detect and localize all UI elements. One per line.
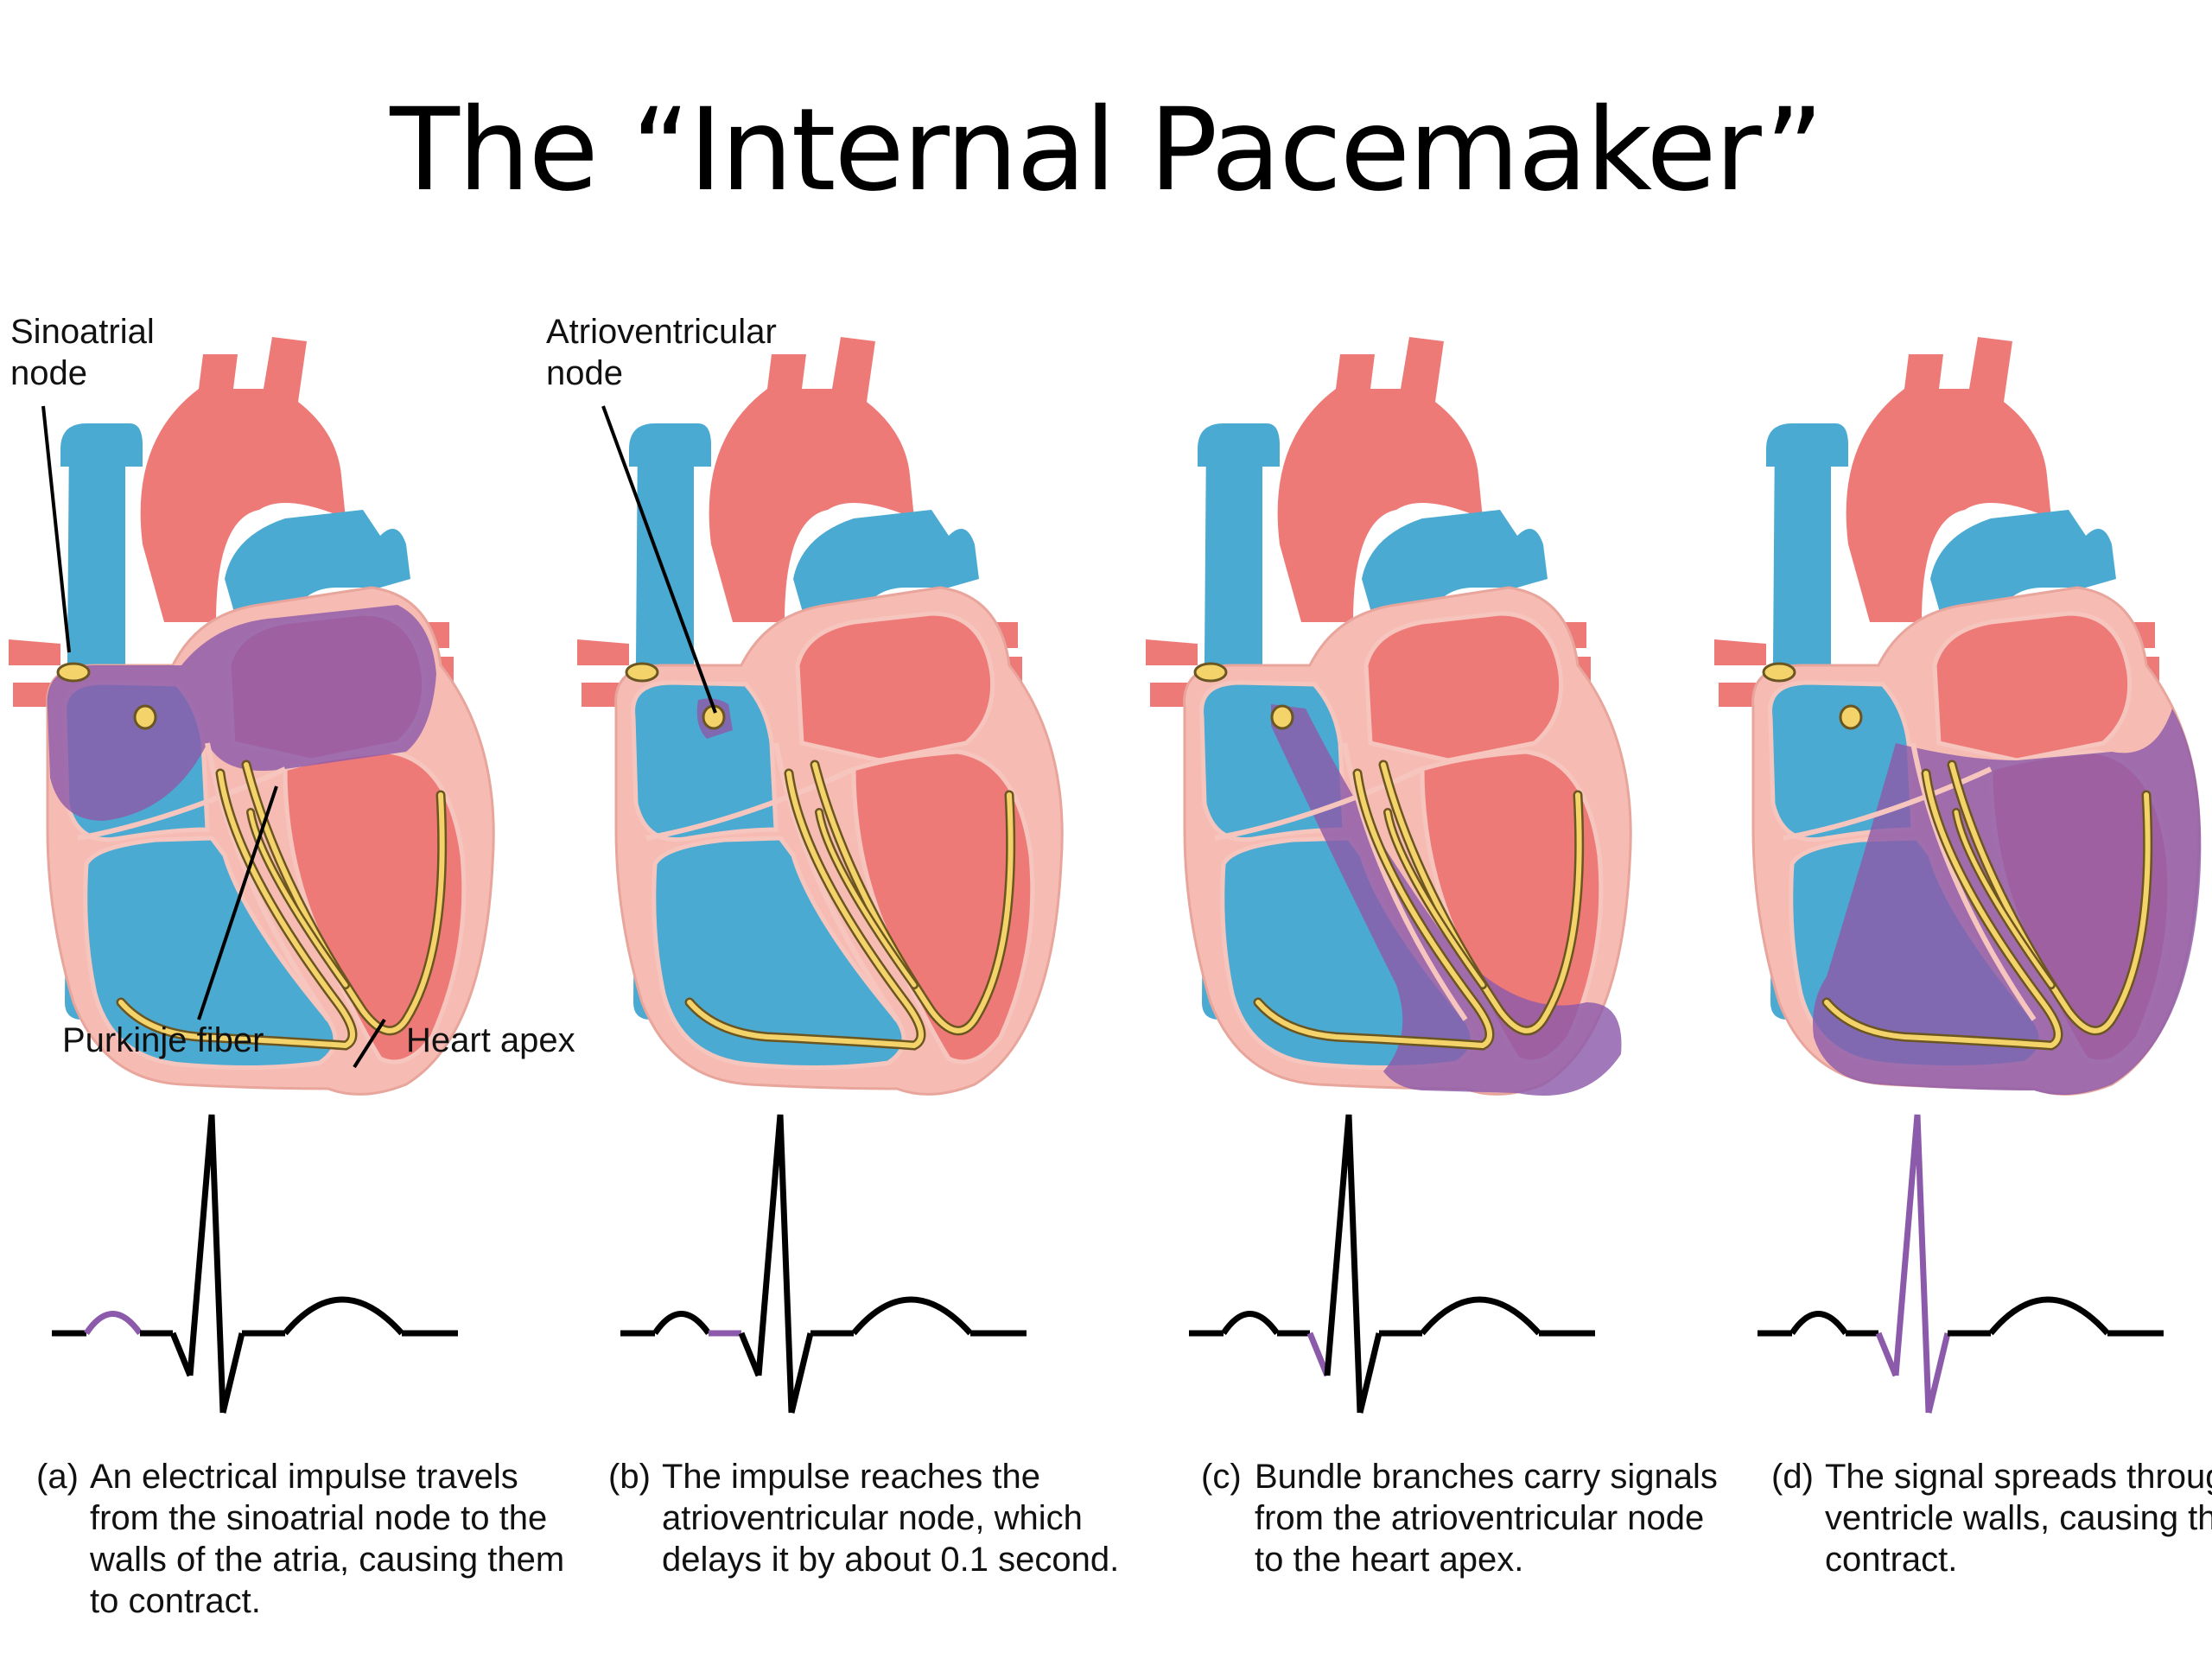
heart-diagram-a — [9, 337, 495, 1414]
apex-leader-line — [353, 1018, 386, 1069]
ecg-segment-t — [1988, 1296, 2110, 1336]
atrioventricular-node-label: Atrioventricular node — [546, 313, 777, 392]
left-atrium — [1363, 611, 1564, 763]
purkinje-fiber — [1385, 810, 1485, 988]
ecg-trace-b — [620, 1114, 1027, 1414]
ecg-trace-c — [1189, 1114, 1595, 1414]
impulse-highlight — [1271, 704, 1622, 1096]
pulmonary-vein-left-upper — [1146, 639, 1198, 665]
heart-diagram-d — [1714, 337, 2202, 1414]
caption-text-d: The signal spreads through the ventricle… — [1825, 1458, 2212, 1579]
ecg-segment-q — [738, 1332, 762, 1377]
pulmonary-vein-left-upper — [9, 639, 60, 665]
ecg-segment-r — [187, 1114, 226, 1414]
aorta — [709, 337, 914, 622]
superior-vena-cava — [1766, 423, 1848, 467]
ecg-segment-s — [788, 1332, 814, 1414]
impulse-highlight — [47, 605, 436, 821]
ecg-segment-p — [1789, 1311, 1848, 1336]
sinoatrial-node-label: Sinoatrial node — [10, 313, 155, 392]
bundle-branch-right — [1949, 762, 2151, 1033]
bundle-branch-left — [118, 771, 355, 1049]
caption-text-c: Bundle branches carry signals from the a… — [1255, 1458, 1718, 1579]
heart-b — [577, 337, 1064, 1096]
ecg-segment-p — [1221, 1311, 1280, 1336]
panel-a: Sinoatrial node Purkinje fiber Heart ape… — [0, 259, 575, 1659]
septum — [1342, 742, 1468, 1021]
bundle-branch-right — [812, 762, 1014, 1033]
atrioventricular-node — [1270, 704, 1294, 730]
ecg-segment-p — [84, 1311, 143, 1336]
slide-title: The “Internal Pacemaker” — [390, 84, 1824, 217]
purkinje-fiber — [248, 810, 348, 988]
purkinje-fiber-label: Purkinje fiber — [62, 1021, 264, 1059]
superior-vena-cava — [1198, 423, 1280, 467]
aorta — [140, 337, 346, 622]
bundle-branch-left — [687, 771, 924, 1049]
ecg-segment-q — [1875, 1332, 1899, 1377]
pulmonary-vein-left-upper — [577, 639, 629, 665]
ecg-segment-r — [1324, 1114, 1363, 1414]
purkinje-leader-line — [197, 785, 278, 1020]
ecg-segment-t — [1420, 1296, 1541, 1336]
ecg-segment-t — [283, 1296, 404, 1336]
purkinje-fiber — [1954, 810, 2054, 988]
right-ventricle — [83, 836, 338, 1071]
heart-diagram-c — [1146, 337, 1632, 1414]
aorta — [1846, 337, 2051, 622]
ecg-segment-s — [1925, 1332, 1951, 1414]
heart-d — [1714, 337, 2202, 1096]
bundle-branch-right — [244, 762, 445, 1033]
superior-vena-cava — [629, 423, 711, 467]
ecg-segment-s — [219, 1332, 245, 1414]
septum — [773, 742, 899, 1021]
caption-letter-b: (b) — [608, 1458, 651, 1496]
bundle-branch-left — [1824, 771, 2061, 1049]
av-valve-line — [1214, 766, 1424, 841]
av-valve-line — [1783, 766, 1993, 841]
pulmonary-vein-left-upper — [1714, 639, 1766, 665]
heart-apex-label: Heart apex — [406, 1021, 575, 1059]
bundle-branch-right — [1381, 762, 1582, 1033]
ecg-segment-r — [1892, 1114, 1932, 1414]
septum — [205, 742, 331, 1021]
heart-a — [9, 337, 495, 1096]
ecg-trace-d — [1758, 1114, 2164, 1414]
sinoatrial-node — [56, 662, 91, 683]
sinoatrial-leader-line — [41, 405, 71, 653]
panel-c: (c) Bundle branches carry signals from t… — [1137, 259, 1718, 1659]
caption-text-a: An electrical impulse travels from the s… — [90, 1458, 565, 1620]
ecg-segment-q — [1306, 1332, 1331, 1377]
ecg-segment-t — [851, 1296, 973, 1336]
superior-vena-cava — [60, 423, 143, 467]
ecg-segment-p — [652, 1311, 711, 1336]
caption-letter-d: (d) — [1771, 1458, 1814, 1496]
sinoatrial-node — [1762, 662, 1796, 683]
panel-b: Atrioventricular node (b) The impulse re… — [546, 259, 1139, 1659]
ecg-trace-a — [52, 1114, 458, 1414]
right-ventricle — [652, 836, 906, 1071]
caption-letter-c: (c) — [1201, 1458, 1242, 1496]
heart-diagram-b — [577, 337, 1064, 1414]
left-atrium — [1932, 611, 2133, 763]
aorta — [1277, 337, 1483, 622]
sinoatrial-node — [1193, 662, 1228, 683]
av-leader-line — [601, 405, 717, 714]
atrioventricular-node — [1839, 704, 1863, 730]
ecg-segment-q — [169, 1332, 194, 1377]
av-valve-line — [77, 766, 287, 841]
purkinje-fiber — [817, 810, 917, 988]
av-valve-line — [645, 766, 855, 841]
ecg-segment-r — [755, 1114, 795, 1414]
bundle-branch-left — [1255, 771, 1492, 1049]
ecg-segment-s — [1357, 1332, 1382, 1414]
panel-d: (d) The signal spreads through the ventr… — [1706, 259, 2212, 1659]
atrioventricular-node — [133, 704, 157, 730]
caption-text-b: The impulse reaches the atrioventricular… — [662, 1458, 1120, 1579]
caption-letter-a: (a) — [36, 1458, 79, 1496]
left-atrium — [795, 611, 995, 763]
septum — [1910, 742, 2037, 1021]
heart-c — [1146, 337, 1632, 1096]
sinoatrial-node — [625, 662, 659, 683]
